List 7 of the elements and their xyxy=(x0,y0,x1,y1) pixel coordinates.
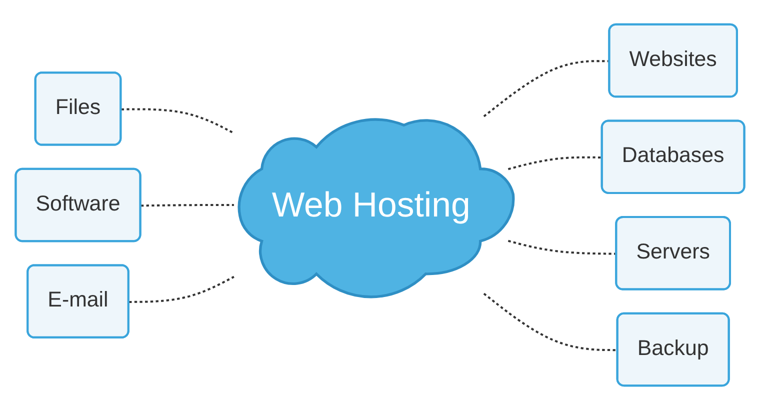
connector xyxy=(121,108,234,134)
connector xyxy=(483,60,610,118)
connector xyxy=(129,276,234,303)
connector xyxy=(140,204,234,207)
connector xyxy=(508,240,617,255)
connector xyxy=(508,156,603,170)
connector xyxy=(483,292,618,352)
